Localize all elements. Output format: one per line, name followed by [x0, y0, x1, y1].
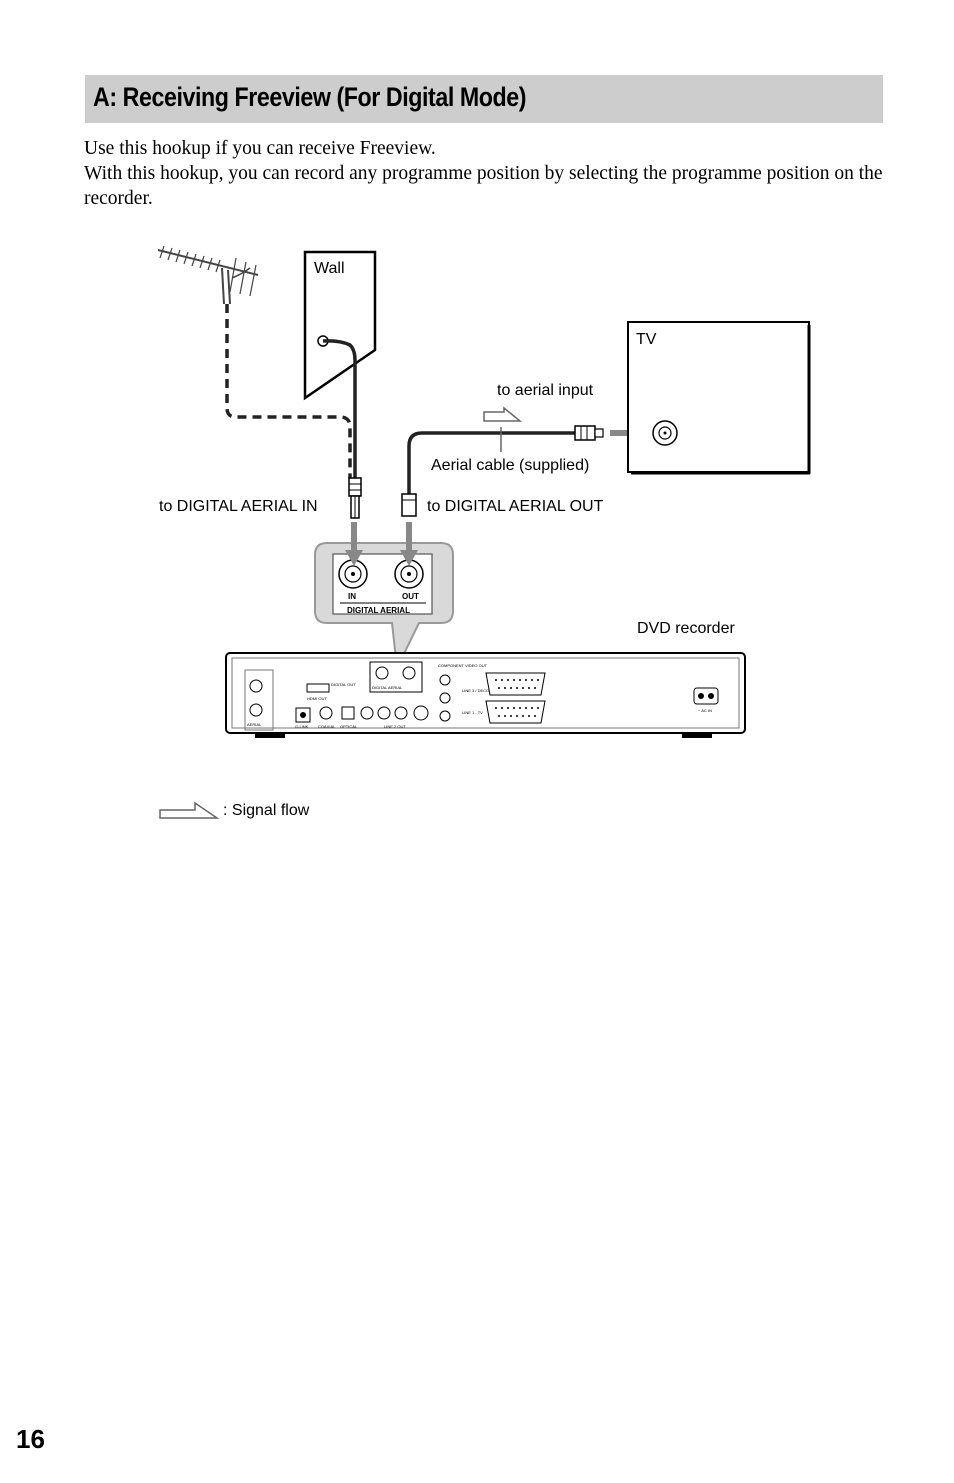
to-digital-aerial-out-label: to DIGITAL AERIAL OUT: [427, 498, 604, 515]
page-number: 16: [16, 1424, 45, 1454]
tv: TV: [627, 321, 811, 475]
plug-out-icon: [401, 493, 417, 517]
aerial-cable-label: Aerial cable (supplied): [431, 457, 589, 474]
rear-aerial-label: AERIAL: [247, 722, 262, 727]
rear-digital-out-label: DIGITAL OUT: [331, 682, 356, 687]
panel-out-label: OUT: [402, 592, 419, 601]
aerial-dashed-cable: [225, 304, 352, 478]
wall-cable: [322, 339, 357, 478]
section-header: A: Receiving Freeview (For Digital Mode): [85, 75, 883, 123]
intro-line-1: Use this hookup if you can receive Freev…: [84, 138, 436, 159]
rear-hdmi-label: HDMI OUT: [307, 696, 327, 701]
intro-line-2: With this hookup, you can record any pro…: [84, 163, 883, 209]
signal-arrows-into-panel: [345, 522, 418, 566]
wall-plate: Wall: [303, 250, 377, 401]
intro-text: Use this hookup if you can receive Freev…: [84, 136, 884, 211]
wall-label: Wall: [314, 260, 345, 277]
aerial-cable-supplied: [407, 431, 575, 494]
digital-aerial-panel-zoom: IN OUT DIGITAL AERIAL: [314, 542, 454, 672]
rear-optical-label: OPTICAL: [340, 724, 358, 729]
panel-in-label: IN: [348, 592, 356, 601]
rear-ac-in-label: ~ AC IN: [698, 708, 712, 713]
plug-in-icon: [348, 477, 362, 519]
section-title: A: Receiving Freeview (For Digital Mode): [93, 82, 527, 112]
signal-flow-arrow-icon: [483, 406, 523, 422]
dvd-recorder-rear: AERIAL HDMI OUT DIGITAL OUT G-LINK COAXI…: [225, 652, 746, 738]
outdoor-aerial-icon: [157, 245, 259, 305]
to-digital-aerial-in-label: to DIGITAL AERIAL IN: [159, 498, 318, 515]
dvd-recorder-label: DVD recorder: [637, 620, 735, 637]
rear-coaxial-label: COAXIAL: [318, 724, 336, 729]
rear-line1-label: LINE 1 - TV: [462, 710, 483, 715]
panel-caption: DIGITAL AERIAL: [347, 606, 410, 615]
legend-signal-flow-label: : Signal flow: [223, 802, 310, 819]
rear-line3-label: LINE 3 / DECODER: [462, 688, 498, 693]
to-aerial-input-label: to aerial input: [497, 382, 594, 399]
plug-tv-icon: [574, 425, 604, 441]
tv-label: TV: [636, 331, 657, 348]
rear-component-label: COMPONENT VIDEO OUT: [438, 663, 488, 668]
rear-digital-aerial-label: DIGITAL AERIAL: [372, 685, 403, 690]
legend-signal-flow: : Signal flow: [159, 801, 310, 819]
rear-line2out-label: LINE 2 OUT: [384, 724, 406, 729]
rear-glink-label: G-LINK: [295, 724, 309, 729]
